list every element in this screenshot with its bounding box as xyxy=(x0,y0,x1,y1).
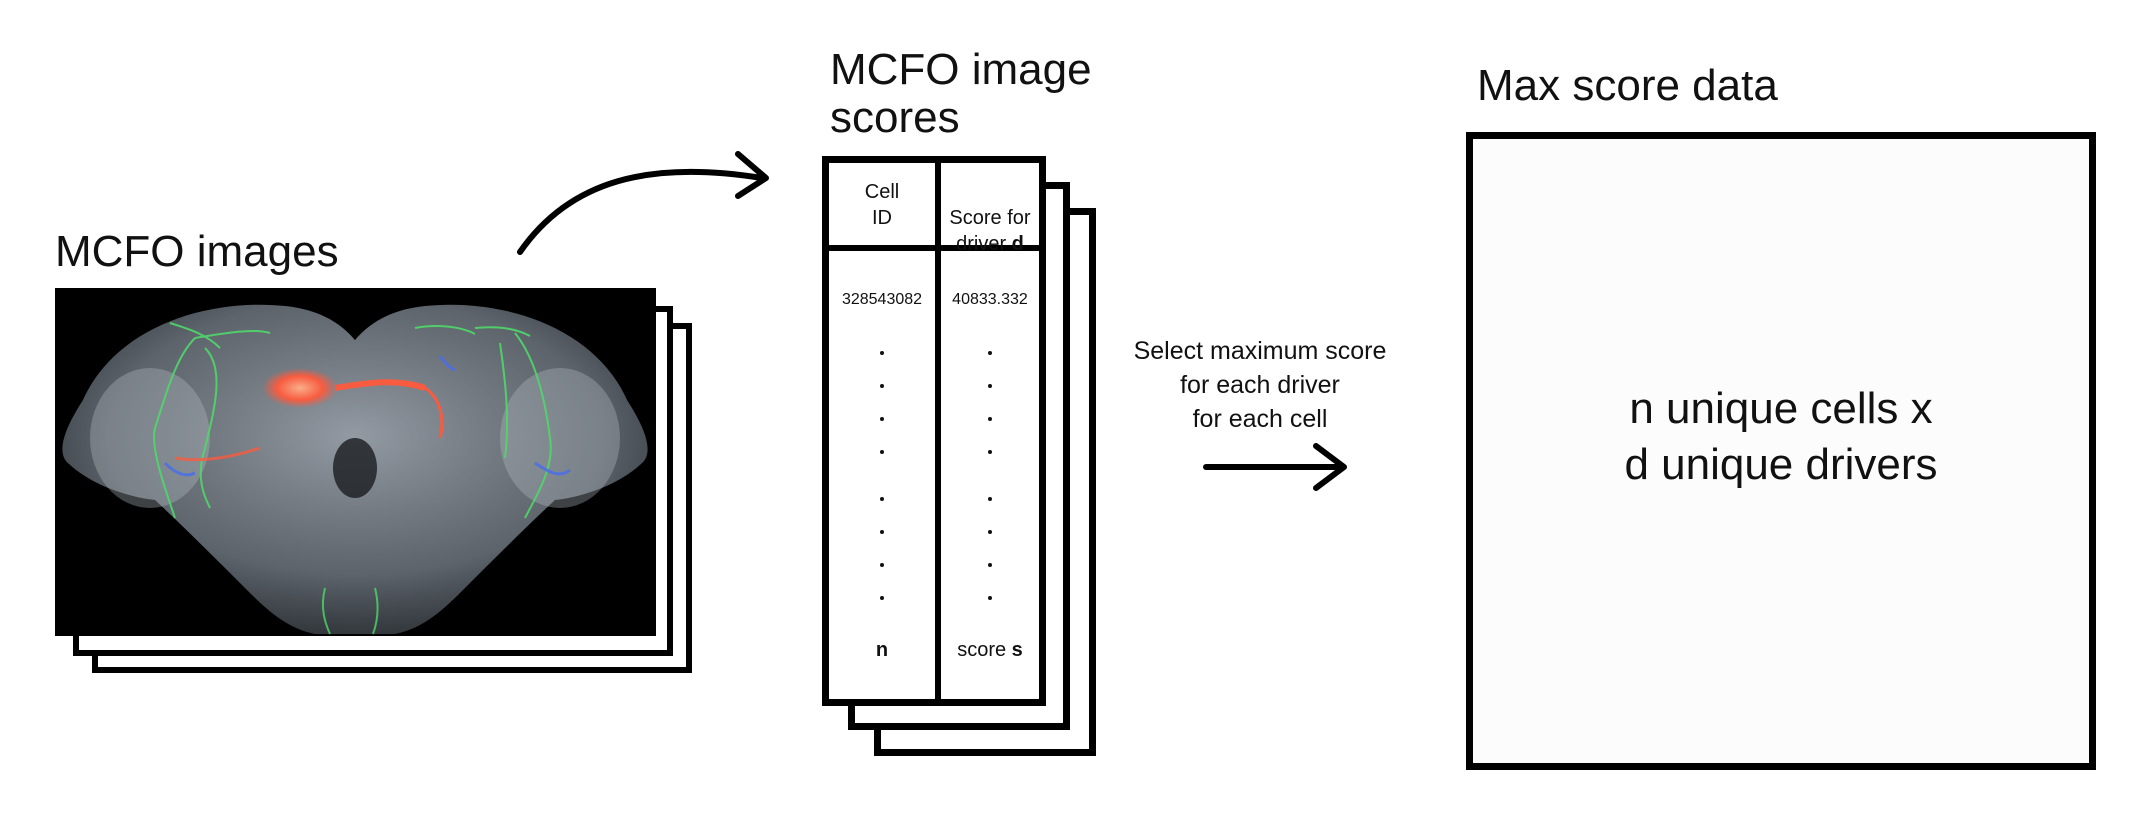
brain-image xyxy=(55,288,656,636)
ellipsis-dot xyxy=(988,384,992,388)
row-score-value: 40833.332 xyxy=(952,291,1028,308)
ellipsis-dot xyxy=(988,417,992,421)
lower-stems xyxy=(321,587,379,635)
max-score-matrix: n unique cells x d unique drivers xyxy=(1466,132,2096,770)
ellipsis-dot xyxy=(988,450,992,454)
ellipsis-dot xyxy=(988,530,992,534)
mcfo-scores-title: MCFO image scores xyxy=(830,45,1092,142)
ellipsis-dot xyxy=(880,450,884,454)
ellipsis-dot xyxy=(880,563,884,567)
left-optic-lobe xyxy=(90,368,210,508)
max-score-title: Max score data xyxy=(1477,61,1778,110)
matrix-dimensions-text: n unique cells x d unique drivers xyxy=(1624,384,1938,489)
header-divider xyxy=(829,245,1039,251)
ellipsis-dot xyxy=(880,497,884,501)
score-table: Cell ID Score for driver d 328543082 408… xyxy=(822,156,1046,706)
right-optic-lobe xyxy=(500,368,620,508)
header-driver-variable: d xyxy=(1011,233,1024,255)
column-divider xyxy=(935,163,941,699)
ellipsis-dot xyxy=(988,596,992,600)
header-score-for-driver: Score for driver d xyxy=(941,179,1039,257)
mcfo-images-title: MCFO images xyxy=(55,227,339,276)
curved-arrow-icon xyxy=(517,151,769,255)
ellipsis-dot xyxy=(988,351,992,355)
ellipsis-dot xyxy=(880,596,884,600)
ellipsis-dot xyxy=(988,563,992,567)
ellipsis-dot xyxy=(880,417,884,421)
footer-cell-count: n xyxy=(875,639,889,661)
footer-score-variable: s xyxy=(1011,639,1023,661)
ellipsis-dot xyxy=(880,384,884,388)
ellipsis-dot xyxy=(988,497,992,501)
right-arrow-icon xyxy=(1203,443,1347,491)
ellipsis-dot xyxy=(880,351,884,355)
central-dark-region xyxy=(333,438,377,498)
header-cell-id: Cell ID xyxy=(864,181,900,229)
footer-score: score s xyxy=(941,639,1039,662)
ellipsis-dot xyxy=(880,530,884,534)
footer-score-text: score xyxy=(957,639,1012,661)
row-cell-id: 328543082 xyxy=(841,291,923,308)
green-neuron xyxy=(153,322,552,519)
brain-neuron-illustration xyxy=(62,304,648,635)
header-score-text: Score for driver xyxy=(949,207,1031,255)
transform-label: Select maximum score for each driver for… xyxy=(1133,337,1387,433)
blue-neuron xyxy=(163,355,571,477)
red-neuron xyxy=(174,368,444,462)
